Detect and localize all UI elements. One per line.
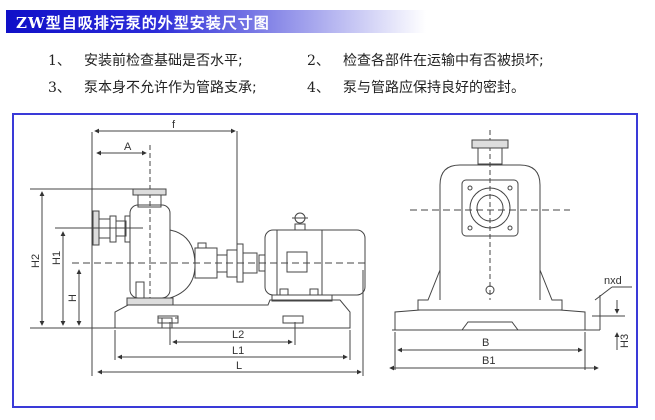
note-text: 安装前检查基础是否水平; [84,53,243,69]
dim-label-b: B [482,337,489,349]
dim-label-h2: H2 [30,254,42,268]
dim-label-h3: H3 [619,334,631,348]
dim-label-l1: L1 [232,345,244,357]
dim-label-b1: B1 [482,355,495,367]
dim-label-h: H [67,294,79,302]
note-num: 4、 [307,80,330,96]
note-text: 泵本身不允许作为管路支承; [84,80,257,96]
note-3: 3、泵本身不允许作为管路支承; [48,77,257,97]
note-num: 2、 [307,53,330,69]
dim-label-l: L [236,360,242,372]
dim-label-nxd: nxd [604,275,622,287]
page-title: ZW型自吸排污泵的外型安装尺寸图 [16,14,270,32]
drawing-frame [12,113,638,408]
front-view [389,130,632,371]
dim-label-a: A [124,141,132,153]
side-view [30,128,368,376]
note-num: 3、 [48,80,71,96]
note-num: 1、 [48,53,71,69]
note-1: 1、安装前检查基础是否水平; [48,50,243,70]
note-2: 2、检查各部件在运输中有否被损坏; [307,50,544,70]
note-text: 泵与管路应保持良好的密封。 [343,80,525,96]
note-4: 4、泵与管路应保持良好的密封。 [307,77,525,97]
title-bar: ZW型自吸排污泵的外型安装尺寸图 [6,10,426,33]
dim-label-f: f [172,119,176,131]
dim-label-l2: L2 [232,329,244,341]
note-text: 检查各部件在运输中有否被损坏; [343,53,544,69]
dim-label-h1: H1 [51,251,63,265]
